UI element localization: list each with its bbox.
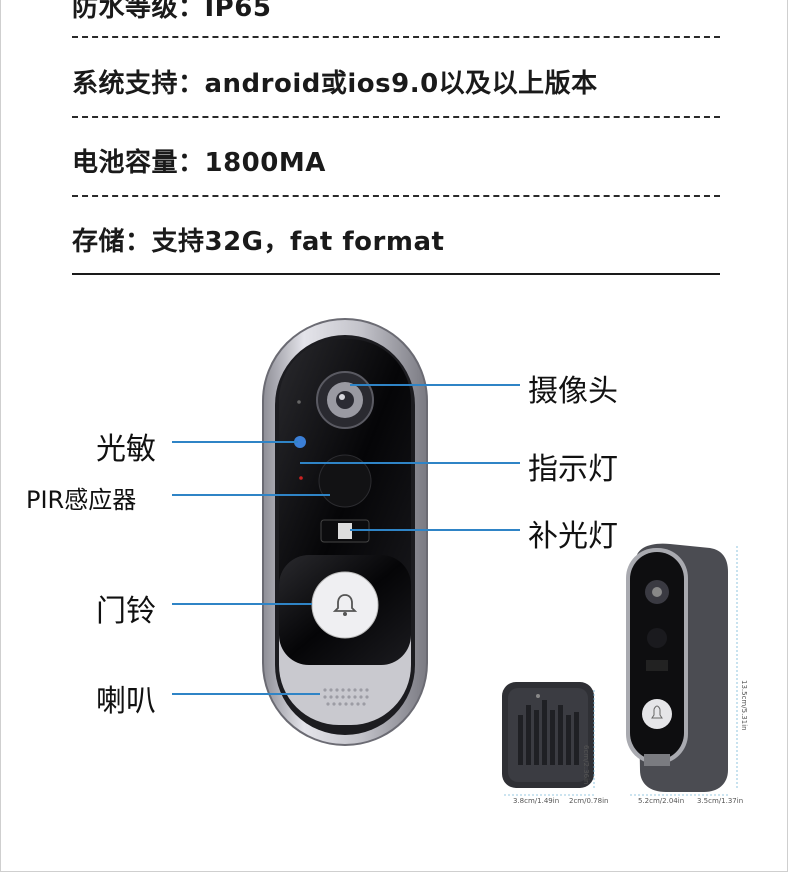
dim-chime-width: 3.8cm/1.49in xyxy=(513,797,560,805)
spec-battery: 电池容量：1800MA xyxy=(72,148,326,178)
label-fill-light: 补光灯 xyxy=(528,519,618,554)
divider-dashed xyxy=(72,195,720,197)
callout-line-fill-light xyxy=(350,529,520,531)
label-doorbell: 门铃 xyxy=(96,594,156,629)
callout-line-pir xyxy=(172,494,330,496)
label-indicator: 指示灯 xyxy=(528,452,618,487)
bell-icon xyxy=(332,594,358,616)
callout-line-indicator xyxy=(300,462,520,464)
label-pir: PIR感应器 xyxy=(26,486,137,514)
callout-line-light-sensor xyxy=(172,441,298,443)
callout-line-speaker xyxy=(172,693,320,695)
dim-bell-width: 5.2cm/2.04in xyxy=(638,797,685,805)
dim-bell-height: 13.5cm/5.31in xyxy=(740,680,748,731)
spec-waterproof: 防水等级：IP65 xyxy=(72,0,272,23)
dim-chime-depth: 2cm/0.78in xyxy=(569,797,609,805)
spec-system: 系统支持：android或ios9.0以及以上版本 xyxy=(72,69,598,99)
label-light-sensor: 光敏 xyxy=(96,432,156,467)
dim-bell-depth: 3.5cm/1.37in xyxy=(697,797,744,805)
divider-dashed xyxy=(72,116,720,118)
divider-solid xyxy=(72,273,720,275)
callout-line-camera xyxy=(350,384,520,386)
spec-storage: 存储：支持32G，fat format xyxy=(72,227,445,257)
callout-line-doorbell xyxy=(172,603,312,605)
dim-chime-height: 6cm/2.36in xyxy=(582,745,590,785)
product-thumbnail xyxy=(502,543,738,796)
doorbell-illustration xyxy=(262,318,428,746)
divider-dashed xyxy=(72,36,720,38)
label-speaker: 喇叭 xyxy=(96,684,156,719)
label-camera: 摄像头 xyxy=(528,374,618,409)
